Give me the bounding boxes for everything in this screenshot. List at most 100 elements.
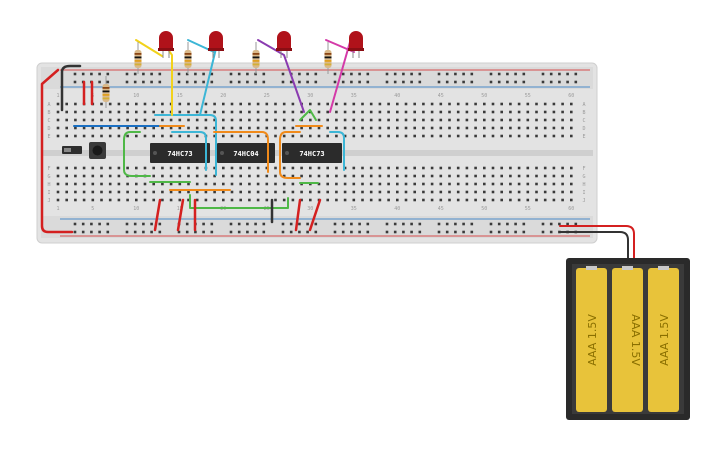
breadboard-hole[interactable] [125, 80, 129, 84]
breadboard-hole[interactable] [56, 182, 60, 186]
breadboard-hole[interactable] [335, 102, 338, 106]
breadboard-hole[interactable] [497, 80, 501, 84]
breadboard-hole[interactable] [404, 102, 408, 106]
breadboard-hole[interactable] [352, 118, 356, 122]
breadboard-hole[interactable] [462, 222, 465, 226]
breadboard-hole[interactable] [500, 134, 503, 138]
breadboard-hole[interactable] [158, 72, 162, 76]
breadboard-hole[interactable] [143, 118, 147, 122]
breadboard-hole[interactable] [422, 182, 425, 186]
push-button[interactable] [89, 142, 106, 159]
breadboard-hole[interactable] [152, 134, 155, 138]
breadboard-hole[interactable] [229, 230, 233, 234]
breadboard-hole[interactable] [483, 182, 486, 186]
breadboard-hole[interactable] [341, 80, 345, 84]
breadboard-hole[interactable] [570, 102, 573, 106]
breadboard-hole[interactable] [178, 118, 182, 122]
breadboard-hole[interactable] [500, 174, 503, 178]
breadboard-hole[interactable] [254, 80, 257, 84]
breadboard-hole[interactable] [439, 134, 443, 138]
breadboard-hole[interactable] [230, 166, 234, 170]
breadboard-hole[interactable] [335, 166, 338, 170]
breadboard-hole[interactable] [385, 230, 389, 234]
breadboard-hole[interactable] [143, 102, 147, 106]
breadboard-hole[interactable] [282, 190, 286, 194]
breadboard-hole[interactable] [291, 102, 295, 106]
breadboard-hole[interactable] [574, 222, 578, 226]
breadboard-hole[interactable] [213, 126, 216, 130]
breadboard-hole[interactable] [491, 182, 495, 186]
breadboard-hole[interactable] [543, 198, 547, 202]
breadboard-hole[interactable] [239, 102, 242, 106]
breadboard-hole[interactable] [202, 80, 205, 84]
breadboard-hole[interactable] [108, 110, 112, 114]
breadboard-hole[interactable] [448, 166, 451, 170]
breadboard-hole[interactable] [343, 134, 347, 138]
breadboard-hole[interactable] [558, 72, 561, 76]
breadboard-hole[interactable] [543, 182, 547, 186]
breadboard-hole[interactable] [413, 190, 416, 194]
breadboard-hole[interactable] [117, 190, 121, 194]
breadboard-hole[interactable] [552, 102, 556, 106]
breadboard-hole[interactable] [439, 198, 443, 202]
breadboard-hole[interactable] [506, 80, 509, 84]
breadboard-hole[interactable] [369, 198, 373, 202]
breadboard-hole[interactable] [274, 174, 277, 178]
breadboard-hole[interactable] [194, 230, 197, 234]
breadboard-hole[interactable] [230, 174, 234, 178]
breadboard-hole[interactable] [248, 110, 251, 114]
breadboard-hole[interactable] [317, 174, 321, 178]
breadboard-hole[interactable] [161, 198, 164, 202]
breadboard-hole[interactable] [509, 166, 512, 170]
breadboard-hole[interactable] [535, 166, 538, 170]
breadboard-hole[interactable] [309, 174, 312, 178]
wire-red[interactable] [294, 198, 302, 232]
breadboard-hole[interactable] [237, 222, 241, 226]
breadboard-hole[interactable] [335, 110, 338, 114]
breadboard-hole[interactable] [317, 110, 321, 114]
breadboard-hole[interactable] [497, 222, 501, 226]
breadboard-hole[interactable] [82, 110, 86, 114]
breadboard-hole[interactable] [543, 190, 547, 194]
breadboard-hole[interactable] [248, 118, 251, 122]
breadboard-hole[interactable] [465, 110, 469, 114]
breadboard-hole[interactable] [570, 182, 573, 186]
breadboard-hole[interactable] [361, 166, 364, 170]
breadboard-hole[interactable] [246, 230, 249, 234]
breadboard-hole[interactable] [378, 166, 382, 170]
breadboard-hole[interactable] [422, 126, 425, 130]
breadboard-hole[interactable] [306, 222, 309, 226]
breadboard-hole[interactable] [369, 166, 373, 170]
breadboard-hole[interactable] [413, 134, 416, 138]
breadboard-hole[interactable] [65, 126, 68, 130]
breadboard-hole[interactable] [430, 182, 434, 186]
breadboard-hole[interactable] [300, 198, 303, 202]
breadboard-hole[interactable] [456, 174, 460, 178]
breadboard-hole[interactable] [387, 166, 390, 170]
breadboard-hole[interactable] [169, 190, 173, 194]
breadboard-hole[interactable] [108, 182, 112, 186]
wire-battery-black[interactable] [559, 231, 629, 263]
breadboard-hole[interactable] [369, 190, 373, 194]
breadboard-hole[interactable] [543, 102, 547, 106]
breadboard-hole[interactable] [404, 134, 408, 138]
breadboard-hole[interactable] [106, 72, 110, 76]
breadboard-hole[interactable] [483, 110, 486, 114]
breadboard-hole[interactable] [150, 72, 153, 76]
breadboard-hole[interactable] [274, 126, 277, 130]
breadboard-hole[interactable] [491, 174, 495, 178]
breadboard-hole[interactable] [143, 182, 147, 186]
breadboard-hole[interactable] [456, 126, 460, 130]
breadboard-hole[interactable] [413, 174, 416, 178]
breadboard-hole[interactable] [430, 198, 434, 202]
resistor[interactable] [184, 42, 192, 74]
resistor[interactable] [324, 42, 332, 74]
breadboard-hole[interactable] [543, 174, 547, 178]
breadboard-hole[interactable] [248, 190, 251, 194]
breadboard-hole[interactable] [178, 182, 182, 186]
breadboard-hole[interactable] [161, 118, 164, 122]
breadboard-hole[interactable] [514, 72, 517, 76]
breadboard-hole[interactable] [256, 110, 260, 114]
breadboard-hole[interactable] [483, 198, 486, 202]
breadboard-hole[interactable] [326, 134, 329, 138]
